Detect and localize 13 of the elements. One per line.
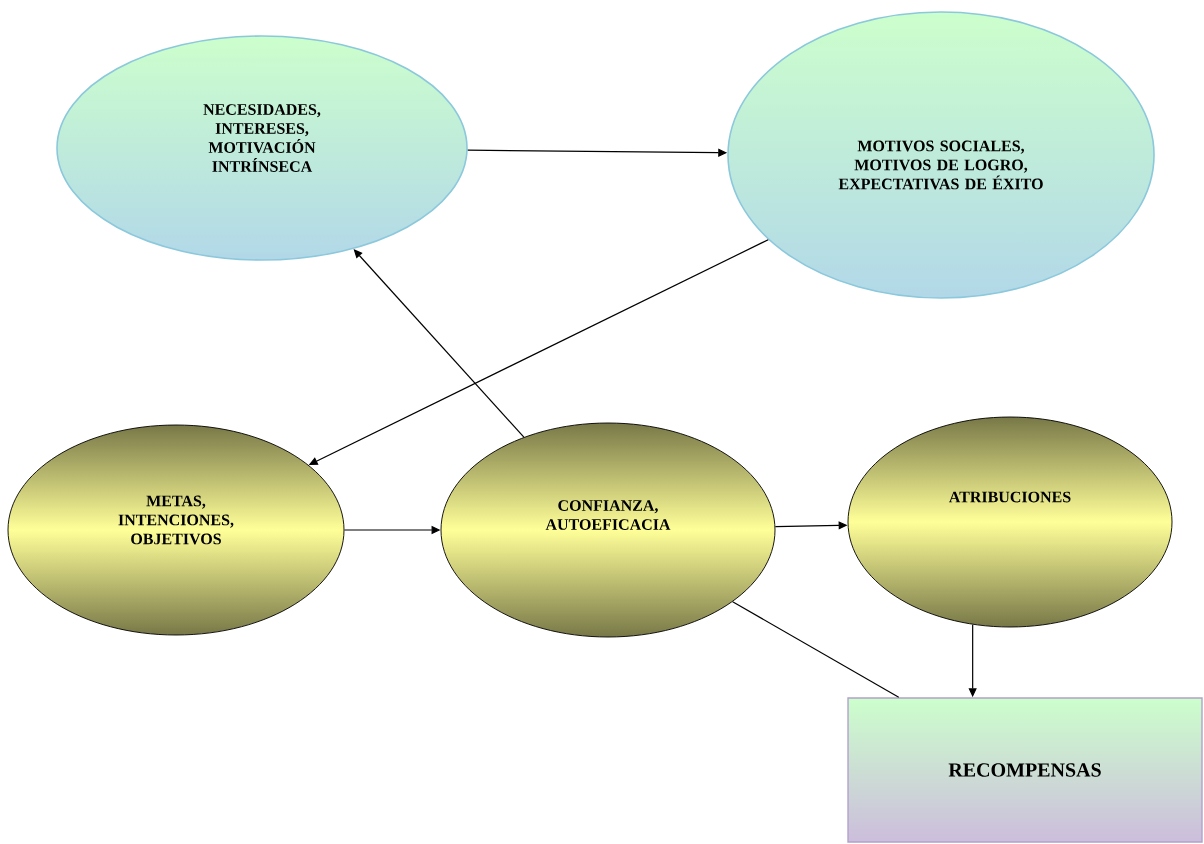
ellipse-node: [7, 424, 345, 636]
process-box: [847, 697, 1203, 843]
node-label: RECOMPENSAS: [948, 763, 1101, 777]
ellipse-node: [440, 422, 776, 638]
node-label: NECESIDADES, INTERESES, MOTIVACIÓN INTRÍNSECA: [203, 104, 321, 172]
node-label: ATRIBUCIONES: [948, 491, 1071, 503]
node-label: MOTIVOS SOCIALES, MOTIVOS DE LOGRO, EXPECTATIVAS DE ÉXITO: [838, 140, 1043, 190]
ellipse-node: [847, 416, 1173, 628]
node-label: CONFIANZA, AUTOEFICACIA: [545, 500, 671, 530]
node-label: METAS, INTENCIONES, OBJETIVOS: [118, 495, 234, 545]
ellipse-node: [727, 11, 1155, 299]
ellipse-node: [56, 35, 468, 261]
arrow: [353, 249, 525, 438]
